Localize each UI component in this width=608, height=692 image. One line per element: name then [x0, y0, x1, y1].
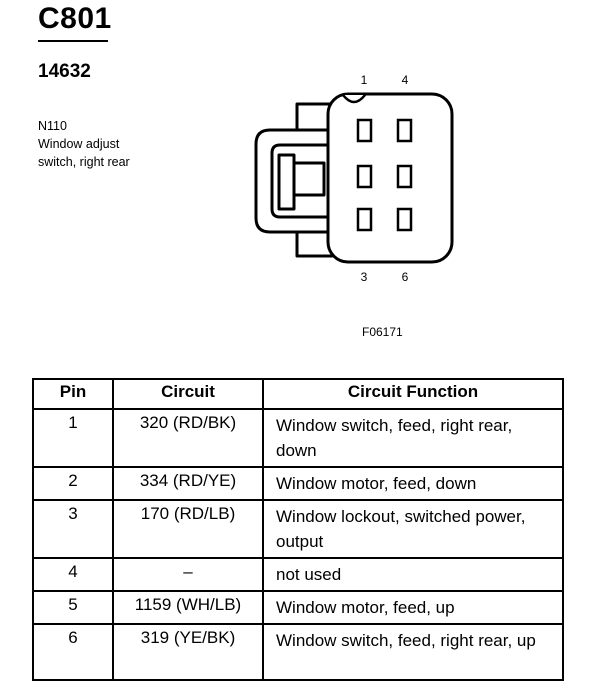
pin-cavity-2 [356, 164, 373, 189]
row-pin: 2 [32, 466, 114, 501]
table-row: 3 170 (RD/LB) Window lockout, switched p… [32, 499, 564, 559]
table-row: 2 334 (RD/YE) Window motor, feed, down [32, 466, 564, 501]
table-row: 6 319 (YE/BK) Window switch, feed, right… [32, 623, 564, 681]
figure-id: F06171 [362, 325, 403, 339]
connector-housing [326, 92, 454, 264]
table-header-row: Pin Circuit Circuit Function [32, 378, 564, 410]
row-function: Window motor, feed, up [262, 590, 564, 625]
table-row: 5 1159 (WH/LB) Window motor, feed, up [32, 590, 564, 625]
row-function: Window motor, feed, down [262, 466, 564, 501]
part-number: 14632 [38, 61, 91, 82]
header-circuit: Circuit [112, 378, 264, 410]
header-pin: Pin [32, 378, 114, 410]
row-function: Window switch, feed, right rear, up [262, 623, 564, 681]
row-circuit: 320 (RD/BK) [112, 408, 264, 468]
row-pin: 3 [32, 499, 114, 559]
polarizing-notch [342, 94, 366, 104]
component-code: N110 [38, 119, 67, 133]
latch-slot [292, 161, 326, 197]
component-name-line1: Window adjust [38, 137, 120, 151]
pin-cavity-5 [396, 164, 413, 189]
row-pin: 6 [32, 623, 114, 681]
connector-drawing: 1 4 3 6 [254, 73, 454, 284]
latch-tab [277, 153, 296, 211]
connector-id: C801 [38, 2, 112, 35]
row-pin: 1 [32, 408, 114, 468]
pin-label-3: 3 [361, 270, 368, 284]
pin-label-6: 6 [402, 270, 409, 284]
pin-label-4: 4 [402, 73, 409, 87]
row-pin: 5 [32, 590, 114, 625]
row-function: Window switch, feed, right rear, down [262, 408, 564, 468]
row-circuit: 334 (RD/YE) [112, 466, 264, 501]
pinout-table: Pin Circuit Circuit Function 1 320 (RD/B… [32, 378, 564, 681]
pin-label-1: 1 [361, 73, 368, 87]
pin-cavity-6 [396, 207, 413, 232]
pin-cavity-4 [396, 118, 413, 143]
table-row: 1 320 (RD/BK) Window switch, feed, right… [32, 408, 564, 468]
row-circuit: 1159 (WH/LB) [112, 590, 264, 625]
pin-cavity-3 [356, 207, 373, 232]
row-circuit: – [112, 557, 264, 592]
row-pin: 4 [32, 557, 114, 592]
title-underline [38, 40, 108, 42]
header-circuit-function: Circuit Function [262, 378, 564, 410]
table-row: 4 – not used [32, 557, 564, 592]
pin-cavity-1 [356, 118, 373, 143]
row-function: Window lockout, switched power, output [262, 499, 564, 559]
row-circuit: 170 (RD/LB) [112, 499, 264, 559]
row-function: not used [262, 557, 564, 592]
component-name-line2: switch, right rear [38, 155, 130, 169]
row-circuit: 319 (YE/BK) [112, 623, 264, 681]
component-description: N110 Window adjust switch, right rear [38, 117, 130, 171]
